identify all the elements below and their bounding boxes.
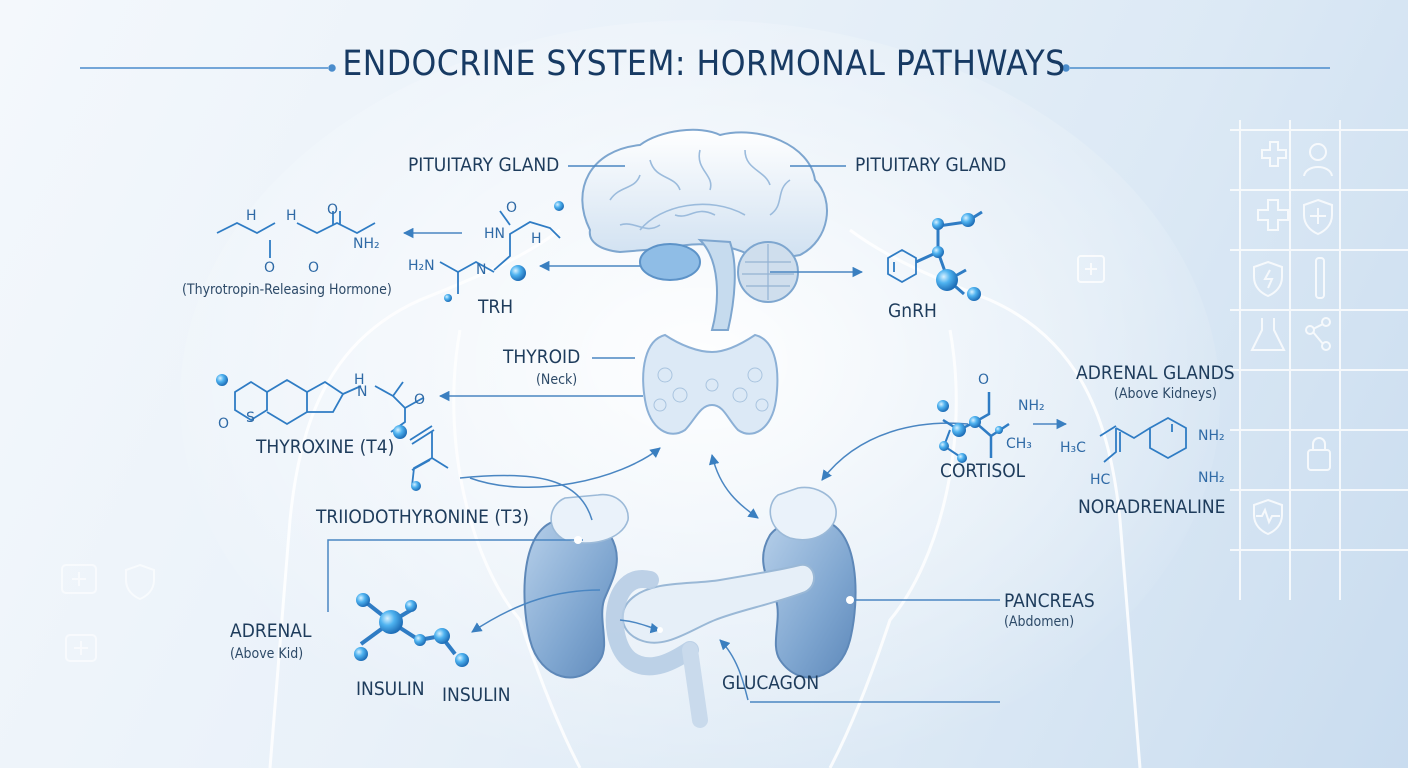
label-glucagon: GLUCAGON [722,672,820,694]
shield-bolt-icon [1253,260,1283,298]
label-insulin-center: INSULIN [442,684,511,706]
atom-nh2: NH₂ [1198,470,1225,486]
first-aid-kit-icon [1077,255,1105,283]
title-decoration [80,64,1330,72]
label-pancreas: PANCREAS [1004,590,1095,612]
label-pituitary-gland-right: PITUITARY GLAND [855,154,1007,176]
molecule-icon [1305,317,1331,351]
atom-h2n: H₂N [408,258,435,274]
background-icon-grid [1077,120,1408,600]
label-gnrh: GnRH [888,300,937,322]
trh-skeletal-formula [216,211,376,258]
pituitary-gland-shape [639,243,701,281]
body-silhouette [268,228,1142,768]
atom [216,374,228,386]
atom [554,201,564,211]
thyroid-illustration [642,333,779,435]
page-title: ENDOCRINE SYSTEM: HORMONAL PATHWAYS [342,44,1066,84]
kidney-left [523,493,629,679]
noradrenaline-molecule [1099,416,1187,463]
atom-h: H [354,372,365,388]
atom-h: H [246,208,257,224]
atom-o: O [218,416,229,432]
shield-cross-icon [125,563,155,601]
label-thyroid-location: (Neck) [536,372,578,388]
label-trh: TRH [478,296,514,318]
atom-nh2: NH₂ [353,236,380,252]
adrenal-gland-left [550,493,629,544]
atom-n: N [476,262,486,278]
medical-cross-icon [1261,141,1287,167]
atom-h3c: H₃C [1060,440,1086,456]
adrenal-gland-right [769,486,837,541]
shield-cross-icon [1303,198,1333,236]
trh-molecule [439,210,561,294]
atom-o: O [264,260,275,276]
atom-labels: H H O O O NH₂ HN O H H₂N N O S H N O O N… [218,200,1225,488]
medical-cross-icon [1257,199,1289,231]
thyroxine-molecule [234,378,424,433]
label-pancreas-location: (Abdomen) [1004,614,1075,630]
first-aid-kit-icon [65,634,97,662]
atom [411,481,421,491]
glow-points [574,536,854,633]
label-triiodothyronine: TRIIODOTHYRONINE (T3) [316,506,529,528]
label-thyroxine: THYROXINE (T4) [256,436,395,458]
label-cortisol: CORTISOL [940,460,1026,482]
cortisol-molecule [937,392,1010,463]
label-adrenal-glands-location: (Above Kidneys) [1114,386,1217,402]
label-insulin-left: INSULIN [356,678,425,700]
atom-nh2: NH₂ [1198,428,1225,444]
label-adrenal-location: (Above Kid) [230,646,304,662]
atom-o: O [327,202,338,218]
triiodothyronine-molecule [409,425,449,487]
pancreas-illustration [605,563,815,728]
gnrh-molecule [887,210,983,301]
label-pituitary-gland-left: PITUITARY GLAND [408,154,560,176]
atom-h: H [286,208,297,224]
doctor-icon [1303,143,1333,177]
atom [510,265,526,281]
first-aid-kit-icon [61,564,97,594]
atom-s: S [246,410,255,426]
test-tube-icon [1315,257,1325,299]
label-thyroid: THYROID [503,346,581,368]
label-trh-full-name: (Thyrotropin-Releasing Hormone) [182,282,392,298]
atom-h: H [531,231,542,247]
atom [393,425,407,439]
kidney-right [762,486,857,679]
atom-o: O [506,200,517,216]
lock-icon [1307,437,1331,471]
atom-ch3: CH₃ [1006,436,1032,452]
atom-o: O [308,260,319,276]
label-adrenal-glands: ADRENAL GLANDS [1076,362,1235,384]
label-adrenal: ADRENAL [230,620,312,642]
atom [444,294,452,302]
atom-o: O [978,372,989,388]
atom-nh2: NH₂ [1018,398,1045,414]
atom-hn: HN [484,226,505,242]
atom-hc: HC [1090,472,1111,488]
background-icon-grid-left [61,563,155,662]
insulin-molecule [354,593,469,667]
atom-o: O [414,392,425,408]
flask-icon [1250,318,1286,351]
atom-n: N [357,384,367,400]
heartbeat-shield-icon [1253,498,1283,536]
label-noradrenaline: NORADRENALINE [1078,496,1226,518]
brain-illustration [581,128,828,331]
